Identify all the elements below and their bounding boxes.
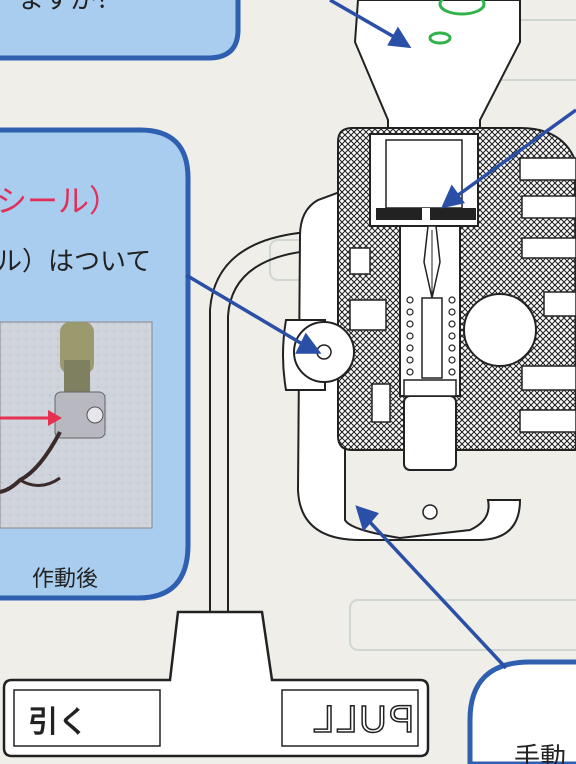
seal-title: シール） (0, 184, 120, 220)
green-marker-top (438, 0, 486, 16)
callout-top-text: ますか？ (18, 0, 122, 15)
photo-caption: 作動後 (32, 567, 98, 592)
callout-seal-bubble: シール） ル）はついて 作動後 (0, 127, 191, 601)
green-marker-small (428, 31, 452, 45)
arrow-to-piercing-pin-head (440, 184, 465, 209)
arrow-to-trigger (185, 273, 305, 347)
callout-arrows (185, 0, 576, 670)
handle-label-left: 引く (28, 705, 88, 740)
callout-top-bubble: ますか？ (0, 0, 241, 61)
arrow-to-cartridge-head (387, 26, 412, 49)
seal-line: ル）はついて (0, 247, 151, 277)
callout-bottom-bubble: 手動 (467, 659, 576, 764)
arrow-to-lever-head (355, 505, 380, 532)
arrow-to-cartridge (329, 0, 397, 40)
pull-handle[interactable]: 引く PULL (2, 610, 430, 758)
inflator-body (293, 127, 576, 471)
after-operation-photo (0, 321, 153, 529)
arrow-to-piercing-pin (452, 108, 576, 200)
arrow-to-trigger-head (295, 332, 322, 354)
callout-bottom-text: 手動 (514, 743, 566, 764)
handle-label-right: PULL (311, 699, 414, 741)
spring (406, 296, 456, 376)
gas-cartridge (353, 0, 521, 149)
arrow-to-lever (366, 518, 508, 670)
plate-hole (422, 504, 438, 520)
